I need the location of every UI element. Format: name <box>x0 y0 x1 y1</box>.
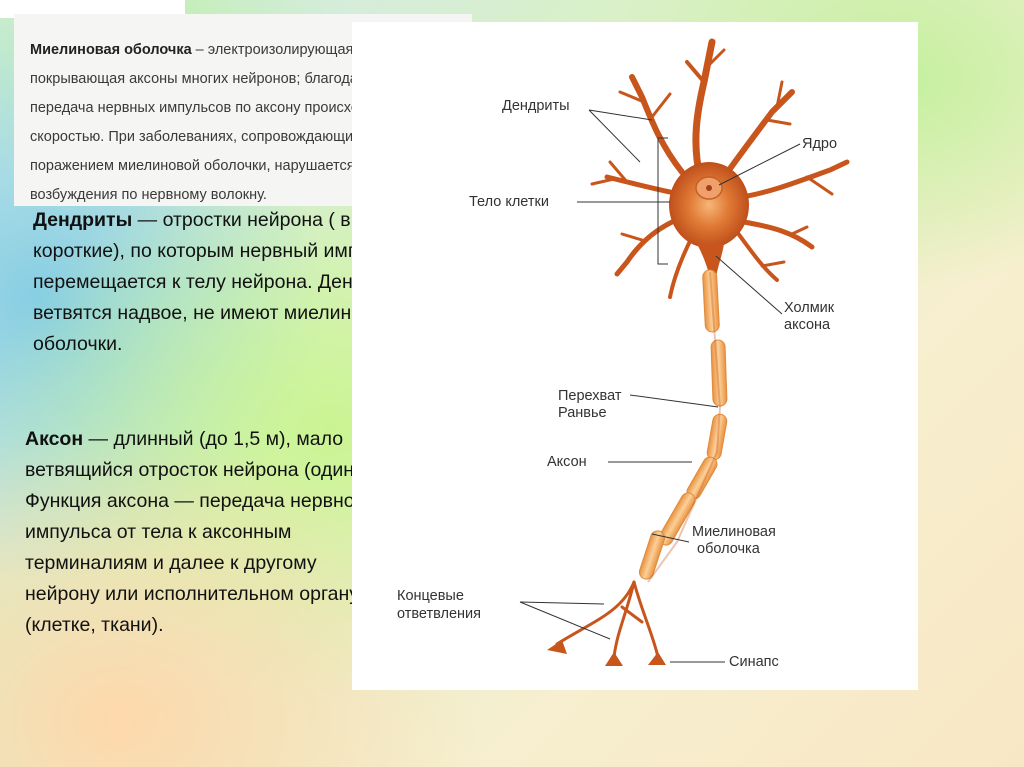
myelin-term: Миелиновая оболочка <box>30 42 192 58</box>
myelin-definition: – электроизолирующая оболочка, покрывающ… <box>30 42 454 203</box>
label-cell-body: Тело клетки <box>469 194 549 210</box>
neuron-diagram-panel: Дендриты Ядро Тело клетки Холмик аксона … <box>352 22 918 690</box>
terminal-branches <box>555 580 660 659</box>
diagram-labels: Дендриты Ядро Тело клетки Холмик аксона … <box>397 98 837 670</box>
axon-definition: — длинный (до 1,5 м), мало ветвящийся от… <box>25 428 373 636</box>
axon-paragraph: Аксон — длинный (до 1,5 м), мало ветвящи… <box>25 424 385 641</box>
label-myelin-1: Миелиновая <box>692 524 776 540</box>
cell-body <box>669 162 749 248</box>
axon-hillock <box>697 244 724 277</box>
label-axon-hillock-1: Холмик <box>784 300 835 316</box>
label-myelin-2: оболочка <box>697 541 761 557</box>
myelin-segments <box>638 269 728 580</box>
label-ranvier-2: Ранвье <box>558 405 607 421</box>
label-synapse: Синапс <box>729 654 779 670</box>
label-axon-hillock-2: аксона <box>784 317 831 333</box>
label-dendrites: Дендриты <box>502 98 570 114</box>
dendrites-definition: — отростки нейрона ( в основном короткие… <box>33 209 444 355</box>
label-terminals-1: Концевые <box>397 588 464 604</box>
myelin-info-text: Миелиновая оболочка – электроизолирующая… <box>30 36 458 210</box>
dendrites-term: Дендриты <box>33 209 133 231</box>
top-strip <box>0 0 185 18</box>
axon-term: Аксон <box>25 428 84 450</box>
label-axon: Аксон <box>547 454 587 470</box>
label-ranvier-1: Перехват <box>558 388 622 404</box>
label-terminals-2: ответвления <box>397 606 481 622</box>
dendrites-paragraph: Дендриты — отростки нейрона ( в основном… <box>33 205 453 360</box>
axon-core <box>647 271 722 583</box>
synapse-terminals <box>547 640 666 666</box>
leader-lines <box>519 109 801 663</box>
label-nucleus: Ядро <box>802 136 837 152</box>
neuron-diagram: Дендриты Ядро Тело клетки Холмик аксона … <box>397 38 850 670</box>
